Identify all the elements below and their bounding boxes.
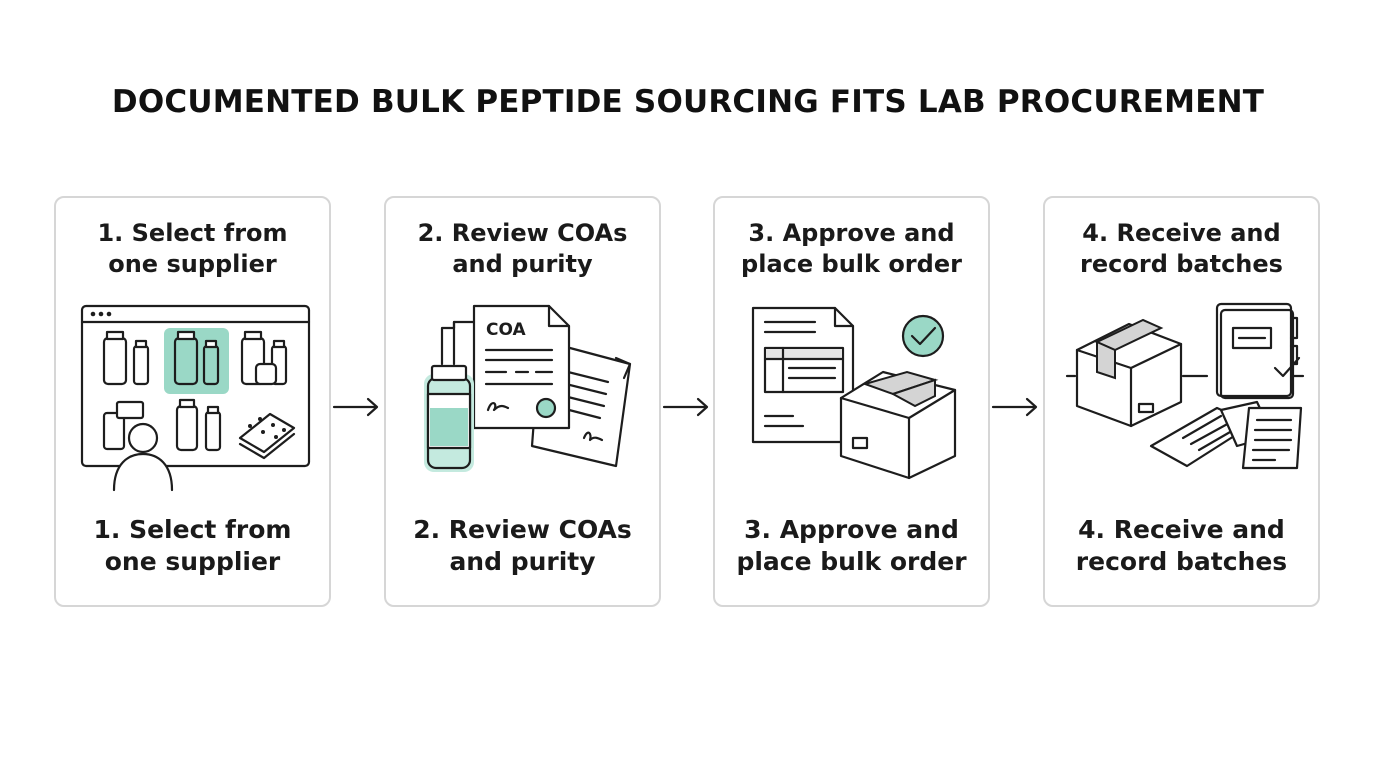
step-2-caption-line-1: 2. Review COAs	[413, 515, 632, 544]
step-3-heading: 3. Approve and place bulk order	[723, 218, 980, 280]
step-4-heading-line-2: record batches	[1080, 250, 1283, 278]
step-3-caption-line-1: 3. Approve and	[744, 515, 959, 544]
step-2-caption-line-2: and purity	[449, 547, 596, 576]
step-card-1: 1. Select from one supplier	[54, 196, 331, 607]
coa-label: COA	[486, 320, 526, 340]
step-2-heading-line-1: 2. Review COAs	[417, 219, 628, 247]
step-2-caption: 2. Review COAs and purity	[394, 514, 651, 578]
step-4-heading: 4. Receive and record batches	[1053, 218, 1310, 280]
step-1-caption-line-1: 1. Select from	[93, 515, 292, 544]
step-1-heading-line-1: 1. Select from	[97, 219, 288, 247]
step-1-caption: 1. Select from one supplier	[64, 514, 321, 578]
step-4-caption-line-1: 4. Receive and	[1078, 515, 1285, 544]
arrow-right-icon	[991, 397, 1038, 417]
receive-record-icon	[1065, 302, 1305, 470]
step-4-heading-line-1: 4. Receive and	[1082, 219, 1281, 247]
step-1-heading-line-2: one supplier	[108, 250, 277, 278]
step-1-heading: 1. Select from one supplier	[64, 218, 321, 280]
supplier-catalog-icon	[80, 304, 311, 492]
step-1-caption-line-2: one supplier	[104, 547, 281, 576]
step-3-caption: 3. Approve and place bulk order	[723, 514, 980, 578]
step-4-caption: 4. Receive and record batches	[1053, 514, 1310, 578]
step-4-caption-line-2: record batches	[1075, 547, 1288, 576]
step-card-2: 2. Review COAs and purity COA 2. Review …	[384, 196, 661, 607]
arrow-right-icon	[662, 397, 709, 417]
step-card-4: 4. Receive and record batches 4. Receive…	[1043, 196, 1320, 607]
step-card-3: 3. Approve and place bulk order 3. Appro…	[713, 196, 990, 607]
step-3-heading-line-1: 3. Approve and	[748, 219, 955, 247]
diagram-title: DOCUMENTED BULK PEPTIDE SOURCING FITS LA…	[111, 84, 1265, 120]
order-box-icon	[751, 306, 957, 480]
step-3-heading-line-2: place bulk order	[741, 250, 962, 278]
arrow-right-icon	[332, 397, 379, 417]
step-2-heading: 2. Review COAs and purity	[394, 218, 651, 280]
step-3-caption-line-2: place bulk order	[736, 547, 967, 576]
coa-document-icon: COA	[424, 304, 632, 472]
step-2-heading-line-2: and purity	[452, 250, 593, 278]
